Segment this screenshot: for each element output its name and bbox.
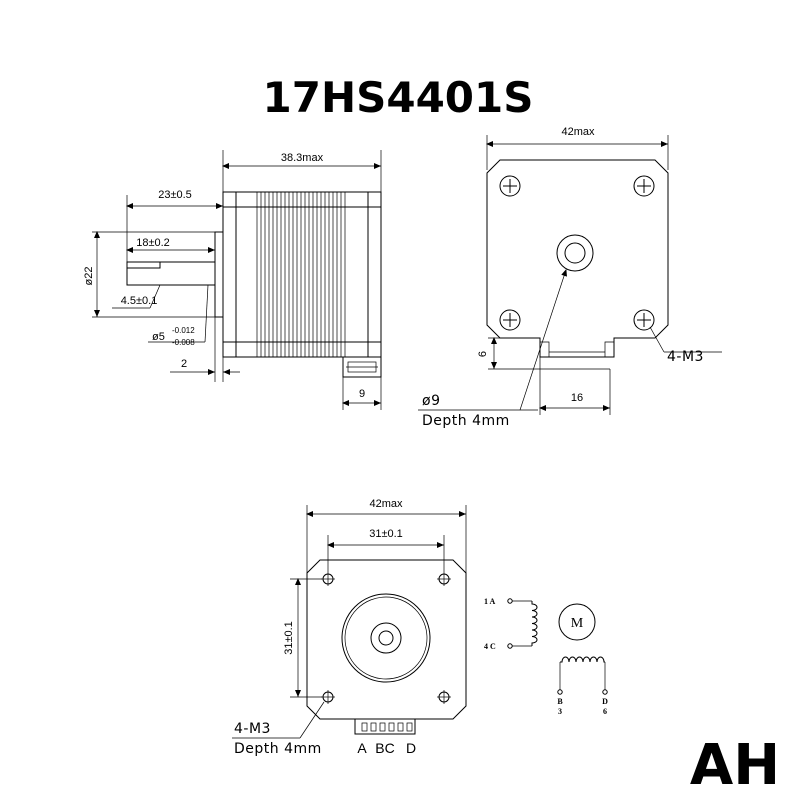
- front-hole-tl: [321, 572, 335, 586]
- terminal-c: [507, 643, 513, 649]
- connector-side: [342, 356, 382, 378]
- connector-pin: [397, 722, 404, 732]
- dim-length: 38.3max: [281, 152, 324, 164]
- connector-pin: [406, 722, 413, 732]
- dim-shaft-dia: ø5: [152, 331, 165, 343]
- connector-pin: [370, 722, 377, 732]
- pilot-boss: [214, 231, 224, 318]
- front-dim-width: 42max: [369, 498, 403, 510]
- rear-view: 42max 6 16 4-M3 ø9 Depth 4mm: [418, 126, 722, 429]
- cooling-fins: [256, 192, 346, 357]
- pin-label-b: B: [557, 697, 563, 706]
- front-outline: [306, 559, 467, 720]
- coil-phase-bd: [560, 656, 605, 663]
- pin-label-1a: 1 A: [484, 597, 496, 606]
- pin-label-3: 3: [558, 707, 562, 716]
- rear-hole-tl: [499, 175, 521, 197]
- dim-shaft-total: 23±0.5: [158, 189, 192, 201]
- motor-body-side: [222, 191, 382, 358]
- rear-bore-depth: Depth 4mm: [422, 413, 510, 429]
- connector-pin: [379, 722, 386, 732]
- pin-label-d: D: [602, 697, 608, 706]
- connector-label-bc: BC: [375, 740, 394, 756]
- connector-label-d: D: [406, 740, 416, 756]
- rear-bore-label: ø9: [422, 393, 440, 409]
- front-dim-hole-spacing-v: 31±0.1: [283, 621, 295, 655]
- pin-label-4c: 4 C: [484, 642, 496, 651]
- front-shaft: [378, 630, 394, 646]
- front-shaft-ring: [370, 622, 402, 654]
- dim-flat-depth: 4.5±0.1: [121, 295, 158, 307]
- front-boss-outer: [341, 593, 431, 683]
- connector-pin: [388, 722, 395, 732]
- motor-symbol: [558, 603, 596, 641]
- coil-phase-ac: [531, 601, 538, 646]
- motor-symbol-label: M: [571, 616, 584, 631]
- wiring-diagram: 1 A 4 C M B 3 D 6: [484, 597, 608, 716]
- rear-dim-connector-width: 16: [571, 392, 583, 404]
- front-view: A BC D 42max 31±0.1 31±0.1 4-M3 Depth 4m…: [232, 498, 467, 757]
- shaft: [126, 261, 215, 286]
- dim-connector-width: 9: [359, 388, 365, 400]
- rear-hole-br: [633, 309, 655, 331]
- connector-pins: [361, 722, 413, 732]
- front-connector: [354, 718, 416, 735]
- dim-boss-dia: ø22: [83, 267, 95, 286]
- front-hole-bl: [321, 690, 335, 704]
- dim-shaft-tol-upper: -0.012: [172, 326, 195, 335]
- front-dim-hole-spacing-h: 31±0.1: [369, 528, 403, 540]
- rear-dim-connector-height: 6: [477, 351, 489, 357]
- rear-hole-bl: [499, 309, 521, 331]
- rear-hole-tr: [633, 175, 655, 197]
- terminal-a: [507, 598, 513, 604]
- pin-label-6: 6: [603, 707, 607, 716]
- dim-boss-length: 2: [181, 358, 187, 370]
- front-hole-br: [437, 690, 451, 704]
- brand-logo-text: AH: [690, 733, 780, 798]
- front-holes-label: 4-M3: [234, 721, 271, 737]
- front-hole-tr: [437, 572, 451, 586]
- front-holes-depth: Depth 4mm: [234, 741, 322, 757]
- terminal-b: [557, 689, 563, 695]
- rear-holes-label: 4-M3: [667, 349, 704, 365]
- rear-outline: [486, 159, 669, 358]
- rear-bore-inner: [564, 242, 586, 264]
- connector-label-a: A: [357, 740, 367, 756]
- rear-bore-outer: [556, 234, 594, 272]
- side-view: 38.3max 23±0.5 18±0.2 ø22 4.5±0.1 ø5 -0.…: [83, 150, 382, 410]
- rear-dim-width: 42max: [561, 126, 595, 138]
- model-title: 17HS4401S: [263, 73, 534, 122]
- dim-flat-length: 18±0.2: [136, 237, 170, 249]
- dim-shaft-tol-lower: -0.008: [172, 338, 195, 347]
- terminal-d: [602, 689, 608, 695]
- connector-pin: [361, 722, 368, 732]
